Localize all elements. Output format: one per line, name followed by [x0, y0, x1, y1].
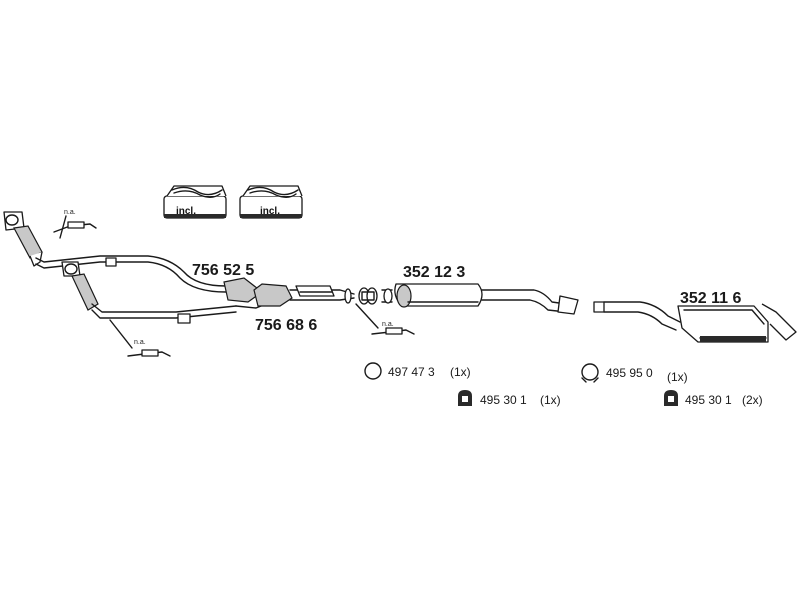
not-available-label: n.a. [382, 321, 394, 328]
ring-gasket-icon [364, 362, 382, 380]
front-pipe-756-52-5 [3, 211, 227, 293]
accessory-qty: (2x) [742, 393, 763, 407]
accessory-497-47-3: 497 47 3 (1x) [364, 362, 471, 380]
accessory-qty: (1x) [667, 370, 688, 384]
accessory-495-30-1-b: 495 30 1 (2x) [664, 390, 763, 407]
lambda-sensor-1: n.a. [53, 209, 97, 239]
part-number-756-52-5: 756 52 5 [192, 262, 254, 279]
accessory-495-95-0: 495 95 0 (1x) [581, 363, 688, 384]
part-number-352-12-3: 352 12 3 [403, 264, 465, 281]
front-pipe-756-68-6 [61, 261, 355, 324]
accessory-number: 495 30 1 [685, 393, 732, 407]
part-number-352-11-6: 352 11 6 [680, 290, 742, 307]
included-badge-1: incl. [163, 185, 227, 219]
accessory-number: 495 30 1 [480, 393, 527, 407]
clamp-joint [358, 287, 378, 305]
rear-silencer-352-11-6 [593, 301, 797, 343]
accessory-number: 495 95 0 [606, 366, 653, 380]
not-available-label: n.a. [134, 339, 146, 346]
part-number-756-68-6: 756 68 6 [255, 317, 317, 334]
lambda-sensor-3: n.a. [355, 303, 415, 335]
included-badge-2: incl. [239, 185, 303, 219]
not-available-label: n.a. [64, 209, 76, 216]
accessory-qty: (1x) [450, 365, 471, 379]
accessory-495-30-1-a: 495 30 1 (1x) [458, 390, 561, 407]
rubber-hanger-icon [664, 390, 678, 406]
middle-silencer-352-12-3 [381, 283, 579, 315]
accessory-qty: (1x) [540, 393, 561, 407]
included-badge-label: incl. [260, 206, 280, 217]
included-badge-label: incl. [176, 206, 196, 217]
lambda-sensor-2: n.a. [109, 319, 171, 357]
clamp-icon [581, 363, 599, 383]
accessory-number: 497 47 3 [388, 365, 435, 379]
rubber-hanger-icon [458, 390, 472, 406]
